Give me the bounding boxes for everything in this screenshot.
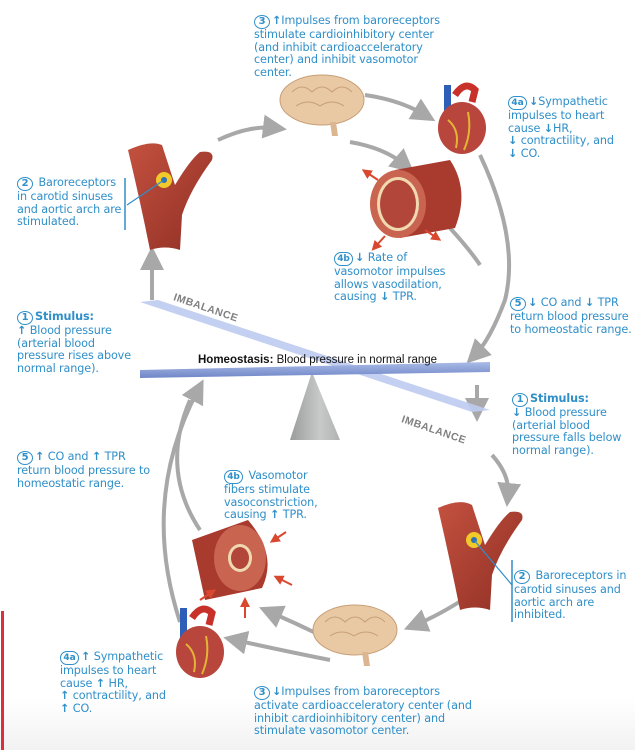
lower-step-4b-vessel: 4b Vasomotor fibers stimulate vasoconstr… bbox=[224, 469, 318, 522]
vessel-dilated bbox=[361, 160, 462, 251]
upper-step-3-impulses: 3↑Impulses from baroreceptors stimulate … bbox=[254, 14, 440, 79]
upper-step-4a-heart: 4a↓Sympathetic impulses to heart cause ↓… bbox=[508, 95, 614, 160]
lower-step-3-impulses: 3↓Impulses from baroreceptors activate c… bbox=[254, 685, 472, 738]
seesaw-board-level bbox=[140, 362, 490, 378]
upper-step-2-baroreceptors: 2 Baroreceptors in carotid sinuses and a… bbox=[17, 176, 122, 229]
lower-step-4a-heart: 4a↑ Sympathetic impulses to heart cause … bbox=[60, 650, 166, 715]
arrow-vessel-to-homeostasis bbox=[175, 399, 202, 532]
carotid-vessel-lower bbox=[438, 502, 523, 622]
brain-lower bbox=[312, 604, 398, 666]
page-margin-bar bbox=[1, 611, 4, 750]
arrow-stimulus-to-baroreceptor-lower bbox=[490, 453, 522, 507]
vessel-constricted bbox=[192, 520, 293, 618]
arrow-heart-to-homeostasis bbox=[466, 154, 512, 364]
arrow-brain-to-heart bbox=[364, 93, 436, 122]
seesaw bbox=[140, 300, 490, 440]
heart-lower bbox=[176, 605, 224, 678]
seesaw-board-tilted bbox=[140, 300, 490, 412]
seesaw-fulcrum bbox=[290, 372, 340, 440]
lower-step-5-return: 5↑ CO and ↑ TPR return blood pressure to… bbox=[17, 450, 151, 490]
arrow-vessel-to-homeostasis bbox=[448, 226, 482, 267]
arrow-brain-to-heart-lower bbox=[223, 630, 331, 662]
brain-upper bbox=[279, 74, 365, 136]
constriction-arrows bbox=[199, 531, 293, 618]
upper-step-4b-vessel: 4b↓ Rate of vasomotor impulses allows va… bbox=[334, 251, 446, 304]
arrow-brain-to-vessel bbox=[349, 140, 415, 173]
upper-step-5-return: 5↓ CO and ↓ TPR return blood pressure to… bbox=[510, 296, 632, 336]
homeostasis-label: Homeostasis: Blood pressure in normal ra… bbox=[198, 354, 438, 366]
lower-flow-arrows bbox=[161, 379, 522, 662]
heart-upper bbox=[438, 82, 486, 154]
upper-flow-arrows bbox=[140, 93, 512, 364]
carotid-vessel-upper bbox=[124, 143, 213, 250]
lower-step-2-baroreceptors: 2 Baroreceptors in carotid sinuses and a… bbox=[514, 569, 627, 622]
arrow-baroreceptor-to-brain bbox=[217, 114, 287, 142]
dilation-arrows bbox=[361, 169, 442, 251]
